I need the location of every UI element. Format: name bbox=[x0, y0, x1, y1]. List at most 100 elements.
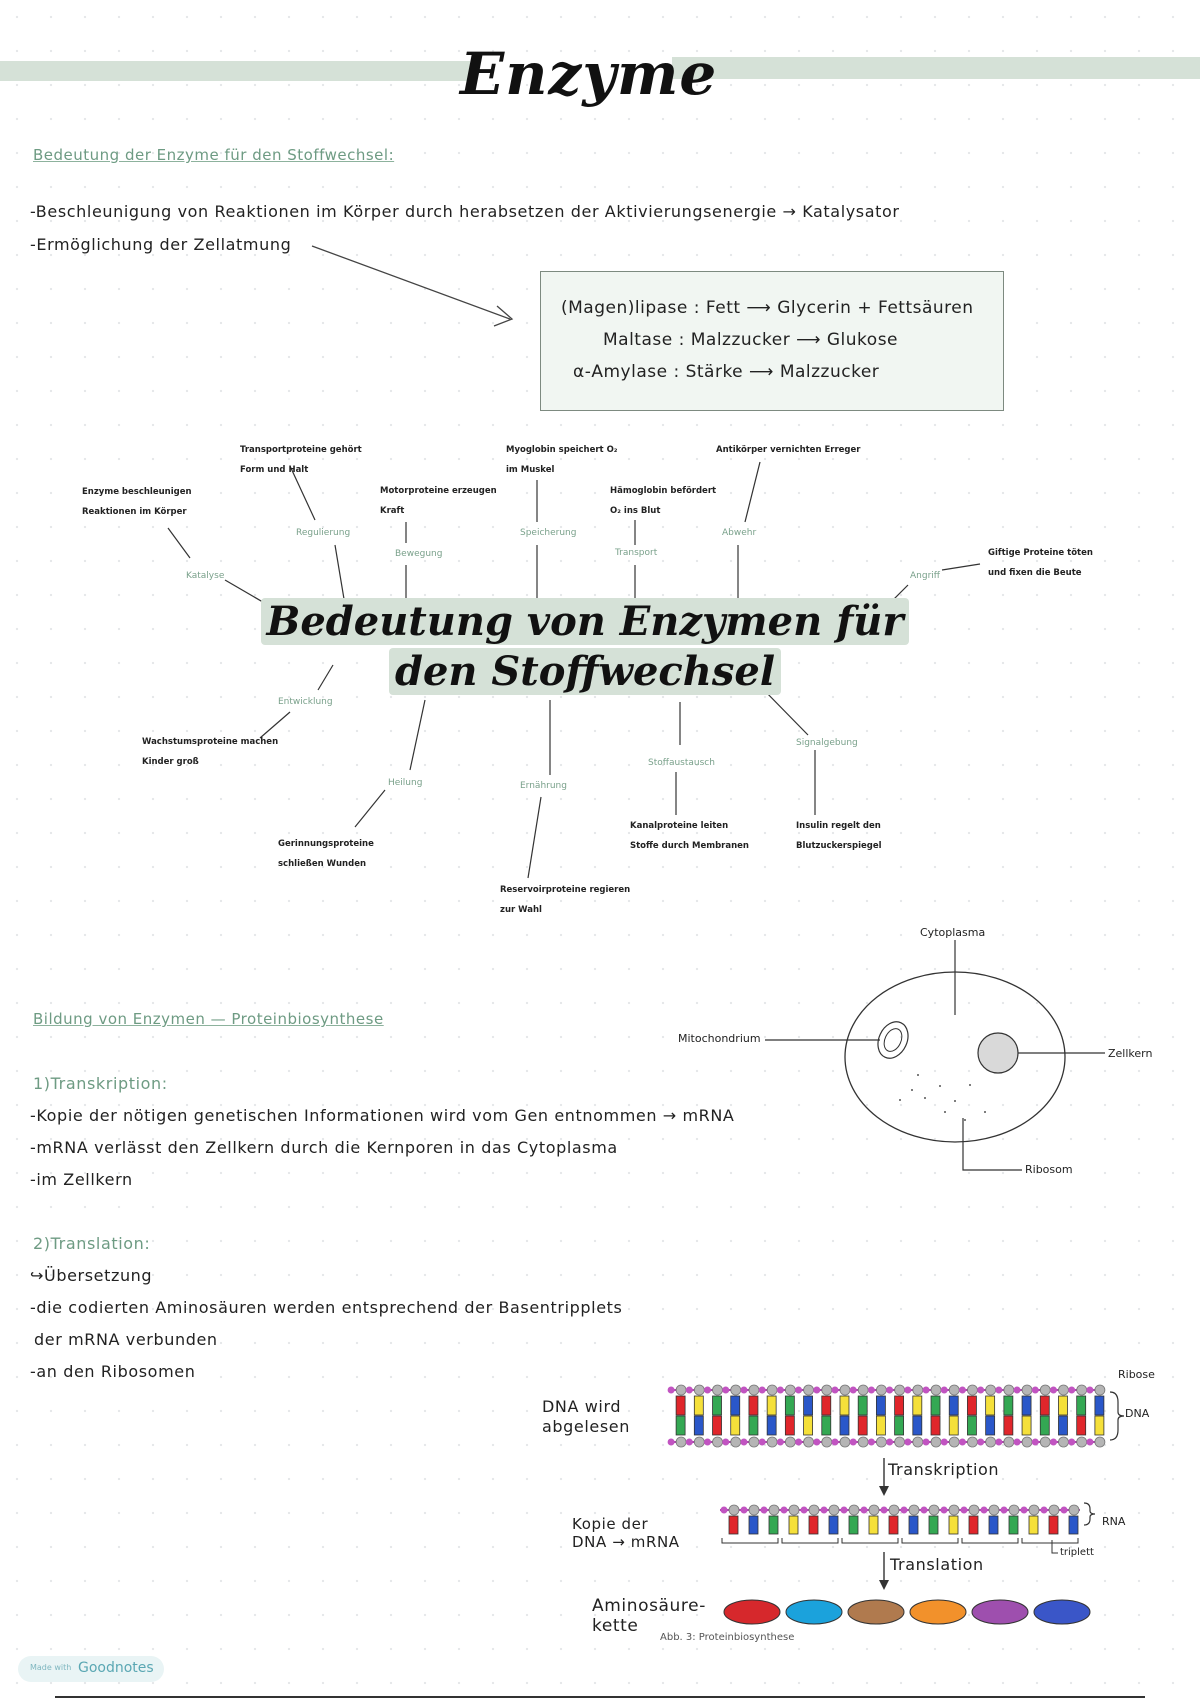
dna-base-top bbox=[693, 1395, 704, 1416]
dna-base-bottom bbox=[803, 1415, 813, 1436]
ribose bbox=[675, 1384, 687, 1396]
rna-ribose bbox=[868, 1504, 880, 1516]
rna-base bbox=[1048, 1515, 1059, 1535]
phosphate bbox=[904, 1438, 912, 1446]
phosphate bbox=[758, 1386, 766, 1394]
rna-base bbox=[908, 1515, 919, 1535]
label-aminosaeurekette: Aminosäure- kette bbox=[592, 1596, 706, 1636]
branch-label-bewegung: Bewegung bbox=[395, 549, 443, 559]
dna-base-bottom bbox=[1076, 1415, 1087, 1436]
dna-base-top bbox=[857, 1395, 868, 1416]
dna-base-top bbox=[784, 1395, 795, 1416]
label-triplett: triplett bbox=[1060, 1547, 1094, 1558]
mindmap-center-title: Bedeutung von Enzymen für bbox=[0, 598, 1170, 645]
phosphate bbox=[1049, 1438, 1057, 1446]
section-heading-stoffwechsel: Bedeutung der Enzyme für den Stoffwechse… bbox=[33, 146, 395, 164]
branch-text-line: Gerinnungsproteine bbox=[278, 839, 374, 849]
branch-label-entwicklung: Entwicklung bbox=[278, 697, 333, 707]
amino-acid bbox=[785, 1599, 843, 1625]
label-kopie-line1: Kopie der bbox=[572, 1515, 649, 1533]
label-kopie-line2: DNA → mRNA bbox=[572, 1533, 680, 1551]
phosphate bbox=[922, 1386, 930, 1394]
rna-base bbox=[1068, 1515, 1079, 1535]
phosphate bbox=[886, 1386, 894, 1394]
goodnotes-badge[interactable]: Made with Goodnotes bbox=[18, 1656, 164, 1682]
phosphate bbox=[849, 1438, 857, 1446]
mindmap-center-title-2: den Stoffwechsel bbox=[0, 648, 1170, 695]
rna-base bbox=[1028, 1515, 1039, 1535]
label-transkription: Transkription bbox=[888, 1460, 1000, 1479]
branch-text-line: O₂ ins Blut bbox=[610, 506, 661, 516]
rna-ribose bbox=[768, 1504, 780, 1516]
phosphate bbox=[722, 1438, 730, 1446]
label-ribose: Ribose bbox=[1118, 1368, 1155, 1381]
rna-base bbox=[828, 1515, 839, 1535]
ribose bbox=[748, 1436, 760, 1448]
amino-acid bbox=[847, 1599, 905, 1625]
phosphate bbox=[1068, 1386, 1076, 1394]
branch-text-line: Kinder groß bbox=[142, 757, 199, 767]
rna-base bbox=[1008, 1515, 1019, 1535]
ribose bbox=[985, 1384, 997, 1396]
rna-ribose bbox=[808, 1504, 820, 1516]
dna-base-bottom bbox=[730, 1415, 741, 1436]
badge-label: Goodnotes bbox=[78, 1660, 154, 1676]
rna-phosphate bbox=[1040, 1506, 1048, 1514]
dna-base-bottom bbox=[1058, 1415, 1068, 1436]
phosphate bbox=[722, 1386, 730, 1394]
phosphate bbox=[704, 1386, 712, 1394]
rna-ribose bbox=[1008, 1504, 1020, 1516]
ribose bbox=[1039, 1384, 1051, 1396]
rna-base bbox=[748, 1515, 759, 1535]
dna-base-top bbox=[875, 1395, 886, 1416]
branch-text-line: Motorproteine erzeugen bbox=[380, 486, 497, 496]
page-title: Enzyme bbox=[460, 40, 718, 108]
phosphate bbox=[795, 1386, 803, 1394]
translation-arrowhead bbox=[879, 1580, 889, 1590]
dna-base-top bbox=[948, 1395, 959, 1416]
triplett-bracket bbox=[961, 1538, 1019, 1544]
dna-base-top bbox=[675, 1395, 686, 1416]
branch-text-line: und fixen die Beute bbox=[988, 568, 1082, 578]
rna-phosphate bbox=[960, 1506, 968, 1514]
phosphate bbox=[667, 1438, 675, 1446]
triplett-bracket bbox=[721, 1538, 779, 1544]
label-dna: DNA bbox=[1125, 1407, 1150, 1420]
phosphate bbox=[940, 1386, 948, 1394]
label-ribosom: Ribosom bbox=[1025, 1163, 1073, 1176]
phosphate bbox=[1013, 1438, 1021, 1446]
phosphate bbox=[813, 1386, 821, 1394]
ribose bbox=[930, 1436, 942, 1448]
dna-base-bottom bbox=[930, 1415, 941, 1436]
phosphate bbox=[1031, 1386, 1039, 1394]
dna-base-top bbox=[1021, 1395, 1032, 1416]
translation-line-3: der mRNA verbunden bbox=[34, 1330, 218, 1349]
phosphate bbox=[776, 1438, 784, 1446]
branch-text-line: Kanalproteine leiten bbox=[630, 821, 729, 831]
triplett-bracket bbox=[841, 1538, 899, 1544]
phosphate bbox=[795, 1438, 803, 1446]
branch-text-line: Kraft bbox=[380, 506, 405, 516]
branch-text-line: Giftige Proteine töten bbox=[988, 548, 1093, 558]
phosphate bbox=[1031, 1438, 1039, 1446]
rna-base bbox=[728, 1515, 739, 1535]
dna-base-bottom bbox=[712, 1415, 722, 1436]
amino-acid bbox=[909, 1599, 967, 1625]
dna-base-bottom bbox=[875, 1415, 886, 1436]
rna-phosphate bbox=[940, 1506, 948, 1514]
branch-text-line: Enzyme beschleunigen bbox=[82, 487, 192, 497]
triplett-pointer bbox=[1051, 1540, 1058, 1554]
rna-ribose bbox=[788, 1504, 800, 1516]
phosphate bbox=[995, 1438, 1003, 1446]
dna-base-bottom bbox=[912, 1415, 923, 1436]
ribose bbox=[1039, 1436, 1051, 1448]
branch-text-line: Wachstumsproteine machen bbox=[142, 737, 279, 747]
phosphate bbox=[958, 1438, 966, 1446]
phosphate bbox=[831, 1386, 839, 1394]
rna-phosphate bbox=[1000, 1506, 1008, 1514]
label-mitochondrium: Mitochondrium bbox=[678, 1032, 761, 1045]
dna-base-bottom bbox=[1094, 1415, 1105, 1436]
rna-phosphate bbox=[720, 1506, 728, 1514]
ribose bbox=[985, 1436, 997, 1448]
